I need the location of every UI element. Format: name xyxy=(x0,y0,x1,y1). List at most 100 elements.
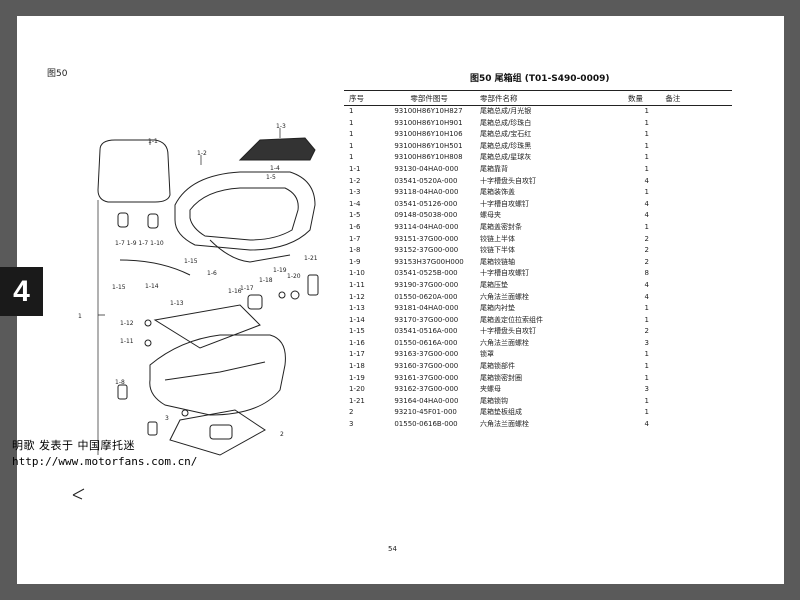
row-note xyxy=(665,268,732,280)
row-index: 1-1 xyxy=(349,164,361,173)
header-index: 序号 xyxy=(344,90,395,106)
row-code: 93163-37G00-000 xyxy=(394,350,459,359)
row-name: 六角法兰面螺栓 xyxy=(479,292,529,301)
row-qty: 4 xyxy=(644,292,649,301)
row-name: 尾箱总成/月光银 xyxy=(479,107,532,115)
row-code: 03541-05126-000 xyxy=(394,199,458,208)
callout-label: 1-21 xyxy=(304,255,318,262)
backrest-part xyxy=(97,139,171,203)
manual-page xyxy=(17,16,784,584)
row-qty: 1 xyxy=(644,188,649,197)
row-name: 尾箱锁钩 xyxy=(479,396,508,405)
row-qty: 1 xyxy=(644,408,649,417)
row-qty: 1 xyxy=(644,315,649,324)
row-qty: 1 xyxy=(644,350,649,359)
row-index: 3 xyxy=(349,420,354,429)
row-note xyxy=(665,141,732,153)
callout-label: 1-17 xyxy=(240,285,254,292)
row-name: 十字槽盘头自攻钉 xyxy=(479,176,536,185)
callout-label: 1-15 xyxy=(184,258,198,265)
inner-pad-part xyxy=(153,304,261,349)
callout-label: 1-18 xyxy=(259,277,273,284)
header-note: 备注 xyxy=(665,90,732,106)
row-qty: 1 xyxy=(644,141,649,150)
row-note xyxy=(665,129,732,141)
row-qty: 1 xyxy=(644,396,649,405)
row-code: 93151-37G00-000 xyxy=(394,234,459,243)
row-name: 十字槽自攻螺钉 xyxy=(479,269,529,278)
row-name: 尾箱锁部件 xyxy=(479,362,515,371)
header-code: 零部件图号 xyxy=(394,90,480,106)
callout-label: 1-6 xyxy=(207,270,217,277)
row-code: 93118-04HA0-000 xyxy=(394,188,459,197)
lock-hook-part xyxy=(307,274,319,296)
row-note xyxy=(665,199,732,211)
exploded-parts-diagram: 1-1 1-2 1-3 1-4 1-5 1-6 1-7 1-9 1-7 1-10… xyxy=(72,123,319,500)
row-code: 93164-04HA0-000 xyxy=(394,396,459,405)
row-qty: 3 xyxy=(644,385,649,394)
row-qty: 2 xyxy=(644,246,649,255)
row-name: 螺母夹 xyxy=(479,211,501,220)
row-code: 93100H86Y10H501 xyxy=(394,141,463,150)
row-index: 1-7 xyxy=(349,234,361,243)
lock-part xyxy=(247,294,263,310)
hinge-lower-part xyxy=(117,384,128,400)
row-name: 十字槽自攻螺钉 xyxy=(479,199,529,208)
row-index: 1-18 xyxy=(349,362,365,371)
row-qty: 2 xyxy=(644,234,649,243)
row-note xyxy=(665,361,732,373)
callout-label: 1-19 xyxy=(273,267,287,274)
row-index: 1 xyxy=(349,118,354,127)
row-code: 93130-04HA0-000 xyxy=(394,164,459,173)
row-name: 尾箱装饰盖 xyxy=(479,188,515,197)
row-qty: 1 xyxy=(644,304,649,313)
row-qty: 4 xyxy=(644,176,649,185)
row-qty: 4 xyxy=(644,211,649,220)
row-code: 01550-0616B-000 xyxy=(394,420,458,429)
row-qty: 1 xyxy=(644,130,649,139)
row-name: 尾箱盖密封条 xyxy=(479,222,522,231)
row-code: 03541-0520A-000 xyxy=(394,176,458,185)
baseplate-part xyxy=(169,409,266,456)
row-note xyxy=(665,396,732,408)
callout-label: 1-7 1-9 1-7 1-10 xyxy=(115,240,164,247)
figure-label: 图50 xyxy=(47,69,68,79)
base-box-part xyxy=(149,334,286,416)
row-qty: 1 xyxy=(644,373,649,382)
callout-label: 1-12 xyxy=(120,320,134,327)
row-note xyxy=(665,407,732,419)
row-code: 93170-37G00-000 xyxy=(394,315,459,324)
row-note xyxy=(665,234,732,246)
row-code: 93161-37G00-000 xyxy=(394,373,459,382)
callout-label: 1-20 xyxy=(287,273,301,280)
row-name: 尾箱总成/星球灰 xyxy=(479,153,532,162)
row-name: 铰链上半体 xyxy=(479,234,515,243)
row-name: 尾箱靠背 xyxy=(479,164,508,173)
row-index: 1-9 xyxy=(349,257,361,266)
row-name: 尾箱压垫 xyxy=(479,280,508,289)
row-qty: 1 xyxy=(644,153,649,162)
row-note xyxy=(665,373,732,385)
row-note xyxy=(665,187,732,199)
row-code: 93210-45F01-000 xyxy=(394,408,457,417)
row-index: 1-6 xyxy=(349,222,361,231)
callout-label: 1-2 xyxy=(197,150,207,157)
row-note xyxy=(665,152,732,164)
row-qty: 8 xyxy=(644,269,649,278)
row-note xyxy=(665,326,732,338)
cable-part xyxy=(119,259,191,276)
